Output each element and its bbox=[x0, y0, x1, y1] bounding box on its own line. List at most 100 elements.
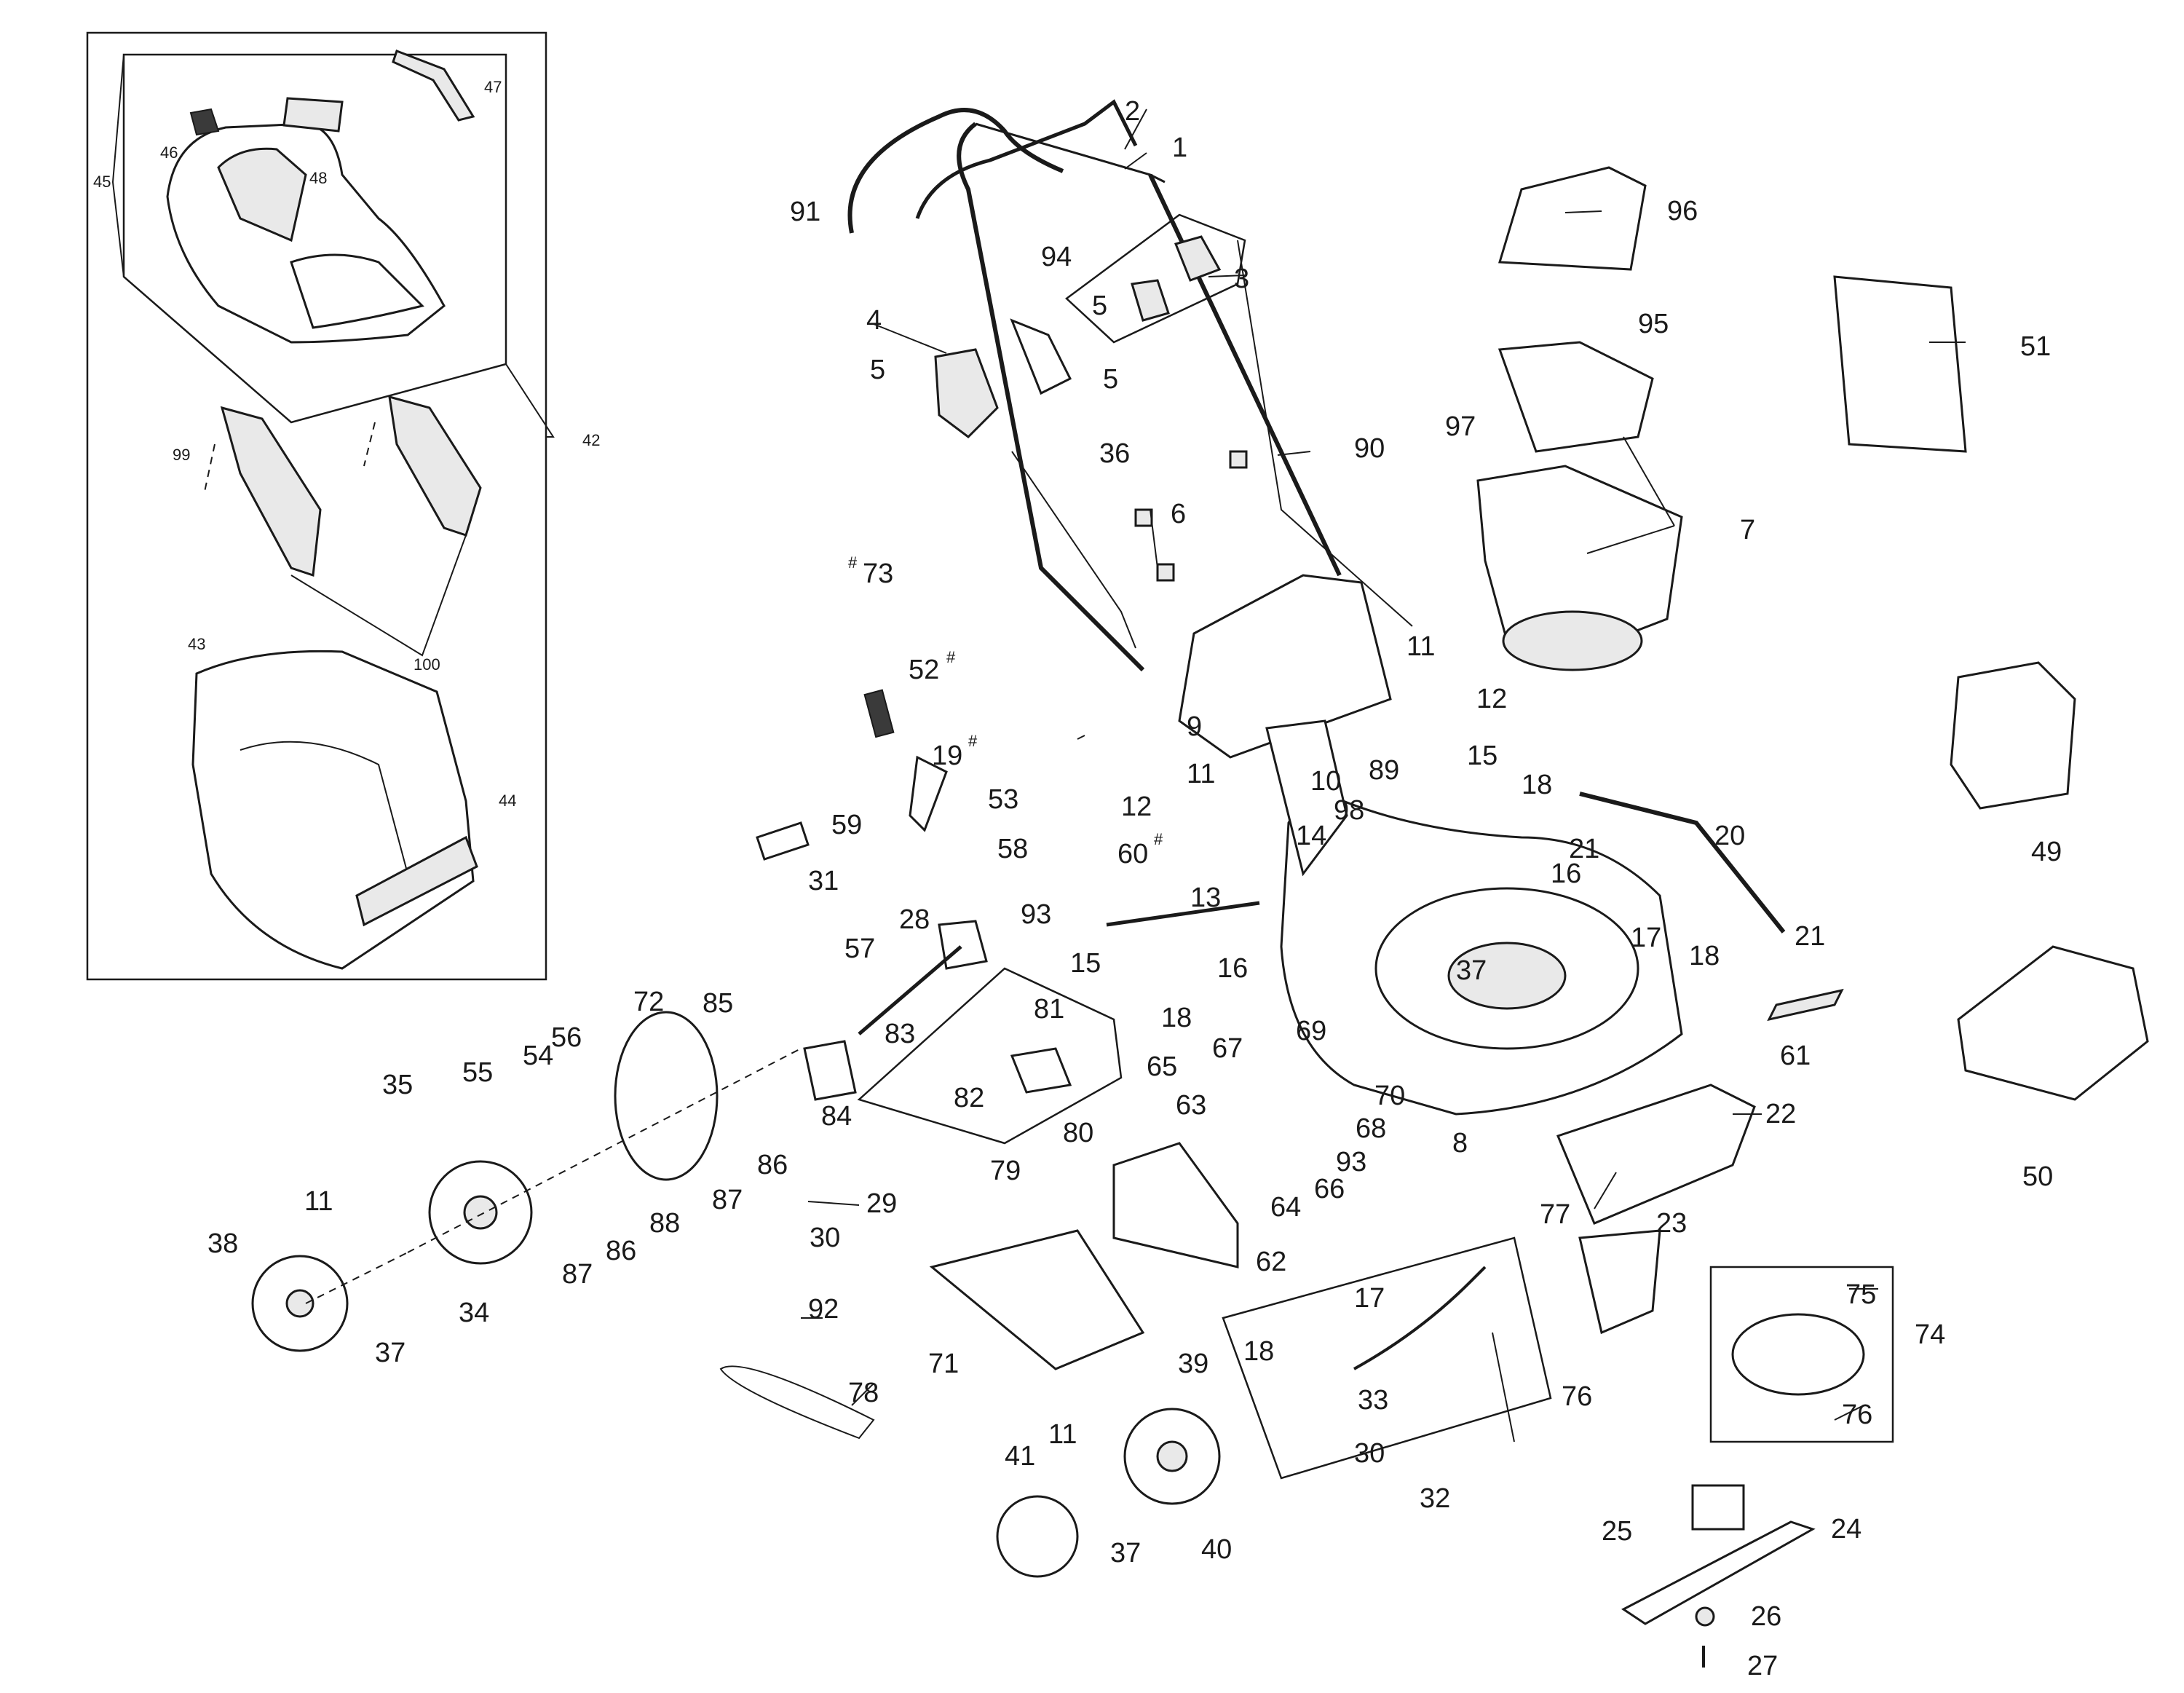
label-16b: 16 bbox=[1217, 953, 1248, 984]
hub-cap-41 bbox=[996, 1495, 1079, 1578]
label-54: 54 bbox=[523, 1041, 553, 1071]
label-47: 47 bbox=[484, 78, 502, 96]
inset-frame bbox=[86, 31, 547, 981]
catcher-cover-flap bbox=[290, 253, 424, 329]
label-13: 13 bbox=[1190, 883, 1221, 913]
label-21a: 21 bbox=[1569, 834, 1599, 864]
label-86a: 86 bbox=[757, 1150, 788, 1180]
screw-line bbox=[363, 422, 376, 467]
label-42: 42 bbox=[582, 431, 600, 449]
drive-assembly bbox=[251, 689, 1260, 1352]
label-60: 60 bbox=[1117, 839, 1148, 869]
label-28: 28 bbox=[899, 904, 930, 935]
catcher-bag bbox=[191, 650, 475, 970]
blade-24-part bbox=[1621, 1520, 1816, 1625]
label-40: 40 bbox=[1201, 1534, 1232, 1565]
label-45: 45 bbox=[93, 173, 111, 191]
label-97: 97 bbox=[1445, 411, 1476, 442]
label-11c: 11 bbox=[304, 1186, 333, 1217]
hash-73: # bbox=[848, 553, 858, 572]
label-20: 20 bbox=[1714, 821, 1745, 851]
hub-cap-center bbox=[285, 1289, 314, 1318]
catcher-side-plate-left bbox=[220, 406, 322, 577]
label-68: 68 bbox=[1356, 1113, 1386, 1144]
handle-bail-bar-2 bbox=[915, 99, 1138, 219]
lever-19-part bbox=[909, 755, 948, 832]
hash-19: # bbox=[968, 732, 978, 750]
label-73: 73 bbox=[863, 559, 893, 589]
catcher-bag-rail bbox=[355, 835, 478, 927]
label-5b: 5 bbox=[1092, 291, 1107, 321]
label-78: 78 bbox=[848, 1378, 879, 1408]
rod-13-part bbox=[1106, 901, 1260, 927]
label-86b: 86 bbox=[606, 1236, 636, 1266]
handle-assembly bbox=[847, 99, 1413, 759]
bracket-42-line bbox=[505, 363, 555, 438]
label-66: 66 bbox=[1314, 1174, 1345, 1204]
catcher-cover-handle bbox=[217, 147, 307, 242]
label-15a: 15 bbox=[1467, 741, 1497, 771]
spring-31-part bbox=[756, 821, 810, 861]
label-43: 43 bbox=[188, 635, 205, 653]
deck-rear-frame bbox=[1265, 719, 1348, 877]
label-18b: 18 bbox=[1161, 1003, 1192, 1033]
label-18a: 18 bbox=[1522, 770, 1552, 800]
label-75: 75 bbox=[1845, 1279, 1876, 1310]
label-98: 98 bbox=[1334, 795, 1364, 826]
label-11a: 11 bbox=[1406, 631, 1435, 662]
label-67: 67 bbox=[1212, 1033, 1243, 1064]
catcher-side-plate-right bbox=[388, 395, 482, 537]
label-38: 38 bbox=[207, 1228, 238, 1259]
label-5a: 5 bbox=[870, 355, 885, 385]
label-88: 88 bbox=[649, 1208, 680, 1239]
label-65: 65 bbox=[1147, 1051, 1177, 1082]
label-57: 57 bbox=[844, 934, 875, 964]
axle-centerline bbox=[407, 1048, 802, 1253]
group-frame-32 bbox=[1222, 1236, 1552, 1480]
cable-90 bbox=[1237, 240, 1413, 627]
label-3: 3 bbox=[1234, 264, 1249, 294]
label-59: 59 bbox=[831, 810, 862, 840]
label-7: 7 bbox=[1740, 515, 1755, 545]
label-19: 19 bbox=[932, 741, 962, 771]
label-39: 39 bbox=[1178, 1349, 1208, 1379]
label-92: 92 bbox=[808, 1294, 839, 1325]
front-carry-handle bbox=[1579, 792, 1786, 934]
deck-motor-center bbox=[1447, 942, 1567, 1010]
cover-96-part bbox=[1498, 166, 1647, 271]
label-85: 85 bbox=[703, 988, 733, 1019]
label-33: 33 bbox=[1358, 1385, 1388, 1416]
side-chute-62 bbox=[1112, 1142, 1239, 1268]
part-labels: 1 2 3 4 5 5 5 6 7 8 9 10 11 11 11 11 12 … bbox=[93, 78, 2062, 1681]
label-4: 4 bbox=[866, 305, 882, 336]
leader-lines bbox=[801, 108, 1966, 1443]
label-69: 69 bbox=[1296, 1016, 1326, 1046]
label-12b: 12 bbox=[1121, 792, 1152, 822]
handle-left-rail bbox=[957, 122, 1145, 672]
catcher-window-part bbox=[282, 97, 344, 133]
catcher-strip-part bbox=[392, 50, 475, 122]
label-1: 1 bbox=[1172, 133, 1187, 163]
label-58: 58 bbox=[997, 834, 1028, 864]
label-53: 53 bbox=[988, 784, 1018, 815]
label-34: 34 bbox=[459, 1298, 489, 1328]
motor-base bbox=[1502, 610, 1643, 671]
label-64: 64 bbox=[1270, 1192, 1301, 1223]
label-99: 99 bbox=[173, 446, 190, 464]
label-27: 27 bbox=[1747, 1651, 1778, 1681]
bracket-77-part bbox=[1578, 1229, 1661, 1335]
front-bumper-part bbox=[1556, 1084, 1756, 1225]
switch-box-part bbox=[934, 348, 999, 438]
label-48: 48 bbox=[309, 169, 327, 187]
battery-area bbox=[1476, 166, 2149, 1101]
label-6: 6 bbox=[1171, 499, 1186, 529]
spacer-part bbox=[1229, 450, 1248, 469]
front-wheel-hub bbox=[1156, 1440, 1188, 1472]
hash-60: # bbox=[1154, 830, 1163, 848]
disc-72 bbox=[614, 1011, 719, 1181]
label-51: 51 bbox=[2020, 331, 2051, 362]
label-29: 29 bbox=[866, 1188, 897, 1219]
motor-81-part bbox=[1010, 1047, 1072, 1094]
cable-32-part bbox=[1353, 1266, 1487, 1370]
rear-wheel-hub bbox=[463, 1195, 498, 1230]
